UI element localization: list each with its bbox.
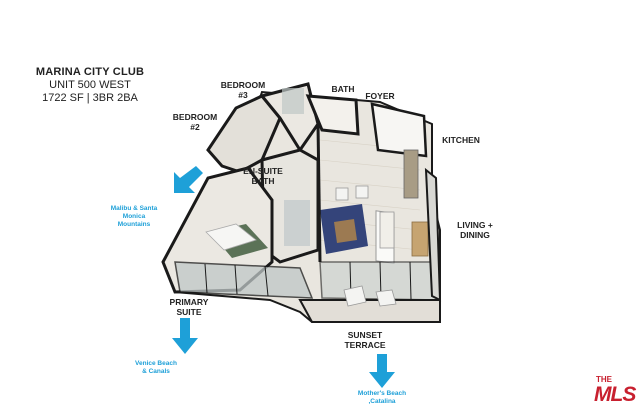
- mls-logo-the: THE: [596, 375, 612, 384]
- label-foyer: FOYER: [365, 91, 395, 101]
- mls-logo: THE MLS: [594, 374, 636, 410]
- bedroom-3-glass: [282, 88, 304, 114]
- view-label-venice: Venice Beach & Canals: [135, 360, 177, 375]
- label-sunset-terrace: SUNSET TERRACE: [344, 330, 386, 350]
- unit-specs: 1722 SF | 3BR 2BA: [42, 92, 138, 104]
- view-label-mothers-beach: Mother's Beach ,Catalina: [357, 390, 407, 405]
- label-bedroom-2: BEDROOM #2: [172, 112, 218, 132]
- view-arrow-venice: [172, 318, 198, 354]
- bedroom-2-walls: [206, 94, 282, 174]
- label-kitchen: KITCHEN: [442, 135, 480, 145]
- view-label-malibu: Malibu & Santa Monica Mountains: [110, 205, 158, 228]
- label-bedroom-3: BEDROOM #3: [220, 80, 266, 100]
- listing-header: MARINA CITY CLUB UNIT 500 WEST 1722 SF |…: [20, 66, 160, 104]
- en-suite-glass: [284, 200, 310, 246]
- unit-name: UNIT 500 WEST: [49, 79, 131, 91]
- view-arrow-mothers: [369, 354, 395, 388]
- terrace: [298, 299, 441, 323]
- terrace-chairs: [343, 285, 397, 307]
- kitchen-cabinets: [370, 102, 428, 158]
- mls-logo-text: MLS: [594, 383, 636, 406]
- label-bath: BATH: [331, 84, 355, 94]
- dining-table: [379, 211, 395, 249]
- label-living-dining: LIVING + DINING: [457, 220, 493, 240]
- label-primary-suite: PRIMARY SUITE: [169, 297, 209, 317]
- bath-walls: [305, 94, 360, 136]
- view-arrow-malibu: [174, 166, 203, 193]
- glass-facade-west: [174, 261, 314, 299]
- building-name: MARINA CITY CLUB: [35, 66, 145, 78]
- lounge-chairs: [335, 185, 369, 201]
- label-en-suite-bath: EN-SUITE BATH: [243, 166, 283, 186]
- kitchen-counter: [403, 149, 419, 199]
- interior-wall: [316, 123, 322, 263]
- coffee-table: [334, 219, 357, 243]
- sofa: [411, 221, 429, 257]
- primary-bed: [205, 223, 257, 251]
